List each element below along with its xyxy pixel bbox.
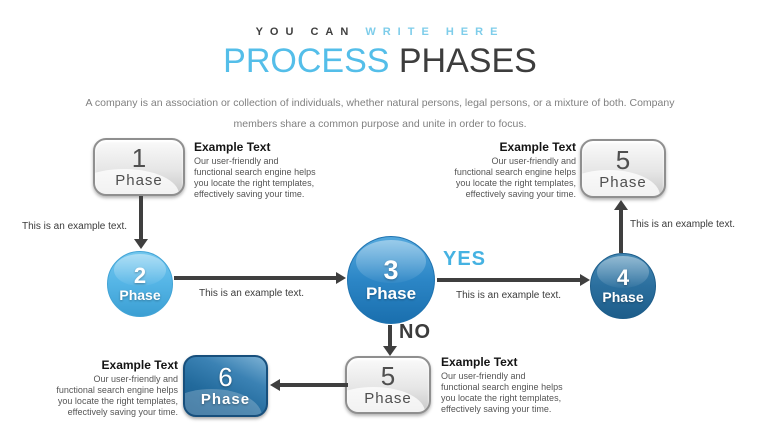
phase-2-label: Phase	[119, 287, 161, 303]
example-body-line: Our user-friendly and	[93, 374, 178, 384]
arrow-2-to-3-head	[336, 272, 346, 284]
example-body-line: effectively saving your time.	[465, 189, 576, 199]
example-body-line: functional search engine helps	[441, 382, 563, 392]
example-heading: Example Text	[441, 355, 518, 369]
example-block-top-left: Example Text Our user-friendly and funct…	[194, 140, 334, 200]
arrow-1-to-2-shaft	[139, 196, 143, 239]
example-heading: Example Text	[499, 140, 576, 154]
note-between-4-5: This is an example text.	[630, 219, 736, 230]
phase-6-label: Phase	[200, 391, 251, 408]
node-phase-5-top: 5 Phase	[580, 139, 666, 198]
phase-1-number: 1	[131, 143, 147, 173]
arrow-3-to-5-head	[383, 346, 397, 356]
phase-5-bottom-label: Phase	[364, 390, 412, 407]
note-left: This is an example text.	[22, 221, 128, 232]
node-phase-5-bottom: 5 Phase	[345, 356, 431, 414]
node-phase-4: 4 Phase	[590, 253, 656, 319]
example-body-line: effectively saving your time.	[194, 189, 305, 199]
tagline-dark-text: YOU CAN	[255, 26, 356, 38]
phase-6-number: 6	[218, 362, 233, 392]
node-phase-1: 1 Phase	[93, 138, 185, 196]
title-primary: PROCESS	[223, 42, 390, 80]
example-body-line: functional search engine helps	[454, 167, 576, 177]
example-body-line: you locate the right templates,	[455, 178, 576, 188]
subtitle: A company is an association or collectio…	[0, 93, 760, 135]
tagline-light-text: WRITE HERE	[365, 26, 505, 38]
example-body-line: effectively saving your time.	[67, 407, 178, 417]
subtitle-line-2: members share a common purpose and unite…	[233, 118, 527, 130]
arrow-3-to-4-head	[580, 274, 590, 286]
phase-5-bottom-number: 5	[380, 361, 396, 391]
phase-1-label: Phase	[115, 172, 163, 189]
title-secondary: PHASES	[398, 42, 537, 80]
example-block-top-right: Example Text Our user-friendly and funct…	[436, 140, 576, 200]
arrow-2-to-3-shaft	[174, 276, 336, 280]
phase-5-top-number: 5	[615, 144, 631, 175]
example-body-line: Our user-friendly and	[194, 156, 279, 166]
phase-3-number: 3	[383, 254, 399, 285]
arrow-3-to-4-shaft	[437, 278, 580, 282]
yes-label: YES	[443, 248, 487, 270]
tagline: YOU CAN WRITE HERE	[0, 26, 760, 38]
example-block-bottom-right: Example Text Our user-friendly and funct…	[441, 355, 586, 415]
arrow-5-to-6-shaft	[280, 383, 348, 387]
note-between-2-3: This is an example text.	[199, 288, 305, 299]
example-body-line: effectively saving your time.	[441, 404, 552, 414]
no-label: NO	[399, 321, 431, 343]
note-between-3-4: This is an example text.	[456, 290, 562, 301]
node-phase-2: 2 Phase	[107, 251, 173, 317]
example-heading: Example Text	[101, 358, 178, 372]
example-body-line: Our user-friendly and	[441, 371, 526, 381]
phase-5-top-label: Phase	[599, 173, 647, 191]
phase-4-label: Phase	[602, 289, 644, 305]
example-body-line: Our user-friendly and	[491, 156, 576, 166]
page-title: PROCESS PHASES	[0, 42, 760, 81]
example-body-line: you locate the right templates,	[57, 396, 178, 406]
phase-4-number: 4	[616, 265, 630, 290]
arrow-3-to-5-shaft	[388, 325, 392, 347]
node-phase-3: 3 Phase	[347, 236, 435, 324]
example-block-bottom-left: Example Text Our user-friendly and funct…	[36, 358, 178, 418]
example-body-line: you locate the right templates,	[441, 393, 562, 403]
example-body-line: functional search engine helps	[56, 385, 178, 395]
example-body-line: functional search engine helps	[194, 167, 316, 177]
example-body-line: you locate the right templates,	[194, 178, 315, 188]
arrow-4-to-5-head	[614, 200, 628, 210]
arrow-4-to-5-shaft	[619, 210, 623, 253]
phase-3-label: Phase	[365, 283, 417, 303]
phase-2-number: 2	[133, 263, 147, 288]
subtitle-line-1: A company is an association or collectio…	[85, 97, 675, 109]
example-heading: Example Text	[194, 140, 271, 154]
arrow-5-to-6-head	[270, 379, 280, 391]
arrow-1-to-2-head	[134, 239, 148, 249]
node-phase-6: 6 Phase	[183, 355, 268, 417]
